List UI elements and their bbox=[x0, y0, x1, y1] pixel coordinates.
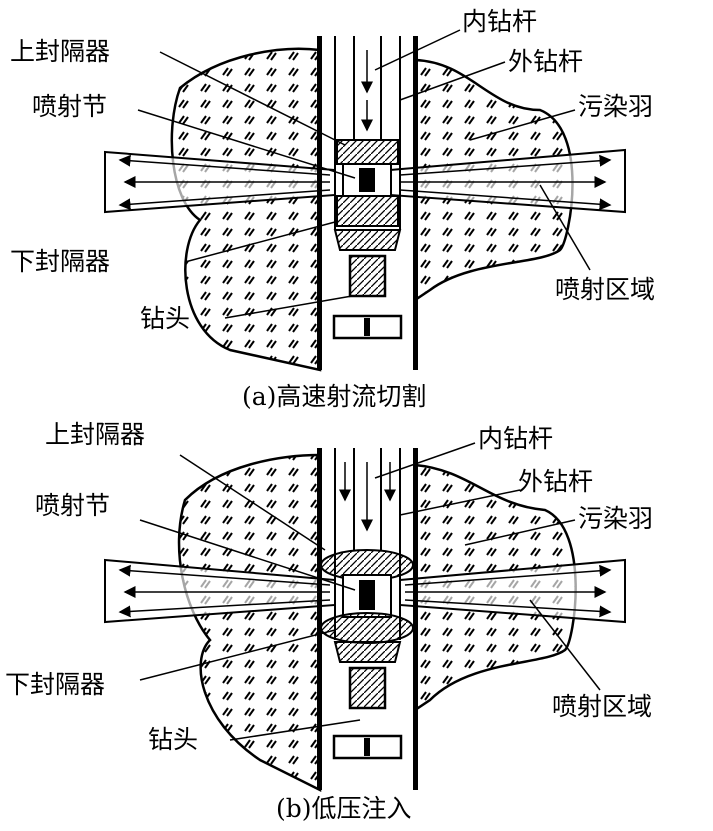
jet-nozzle-a bbox=[359, 168, 375, 192]
bit-body-a bbox=[348, 254, 387, 298]
label-outer-drill-pipe-b: 外钻杆 bbox=[518, 467, 593, 496]
borehole-wall-right-a bbox=[413, 36, 418, 370]
label-jet-sub-b: 喷射节 bbox=[35, 491, 110, 520]
pollution-plume-b bbox=[177, 453, 322, 793]
label-upper-packer-a: 上封隔器 bbox=[10, 37, 110, 66]
leaders-b bbox=[139, 442, 601, 741]
bit-tooth-a bbox=[364, 318, 370, 336]
panel-b: 上封隔器 内钻杆 外钻杆 喷射节 污染羽 下封隔器 喷射区域 钻头 (b)低压注… bbox=[5, 420, 653, 823]
label-inner-drill-pipe-b: 内钻杆 bbox=[478, 424, 553, 453]
label-lower-packer-a: 下封隔器 bbox=[10, 247, 110, 276]
label-jet-zone-a: 喷射区域 bbox=[555, 275, 655, 304]
leaders-a bbox=[137, 29, 591, 319]
sub-b bbox=[333, 641, 402, 663]
label-jet-zone-b: 喷射区域 bbox=[552, 692, 652, 721]
label-lower-packer-b: 下封隔器 bbox=[5, 670, 105, 699]
panel-a: 上封隔器 内钻杆 外钻杆 喷射节 污染羽 下封隔器 喷射区域 钻头 (a)高速射… bbox=[10, 7, 655, 411]
caption-a: (a)高速射流切割 bbox=[242, 382, 426, 411]
label-drill-bit-a: 钻头 bbox=[140, 304, 190, 333]
pollution-plume-a bbox=[170, 47, 322, 372]
label-upper-packer-b: 上封隔器 bbox=[45, 420, 145, 449]
jet-arrows-a bbox=[118, 154, 612, 211]
jet-nozzle-b bbox=[359, 580, 375, 610]
jet-arrows-b bbox=[118, 564, 612, 618]
lower-packer-b bbox=[320, 612, 414, 644]
label-outer-drill-pipe-a: 外钻杆 bbox=[508, 47, 583, 76]
borehole-wall-right-b bbox=[413, 448, 418, 790]
label-pollution-plume-b: 污染羽 bbox=[578, 504, 653, 533]
bit-body-b bbox=[348, 666, 387, 710]
sub-a bbox=[333, 229, 402, 251]
caption-b: (b)低压注入 bbox=[276, 794, 412, 823]
upper-packer-a bbox=[336, 139, 399, 165]
label-drill-bit-b: 钻头 bbox=[148, 725, 198, 754]
lower-packer-a bbox=[336, 195, 399, 227]
borehole-wall-left-b bbox=[317, 448, 322, 790]
bit-tooth-b bbox=[364, 738, 370, 756]
borehole-wall-left-a bbox=[317, 36, 322, 370]
label-jet-sub-a: 喷射节 bbox=[32, 92, 107, 121]
label-pollution-plume-a: 污染羽 bbox=[578, 92, 653, 121]
label-inner-drill-pipe-a: 内钻杆 bbox=[462, 7, 537, 36]
